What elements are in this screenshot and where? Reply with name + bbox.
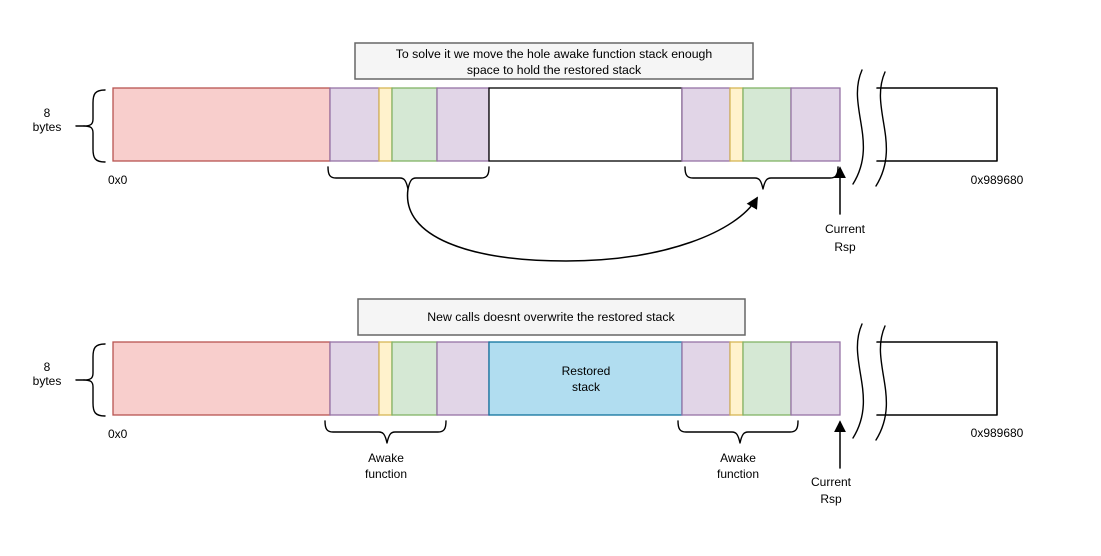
top-note-box [354,42,754,80]
stack-segment-yellow [729,341,744,416]
stack-segment-green [391,87,438,162]
awake-function-left-label-line-1: Awake [368,451,404,465]
bottom-awake-brace-right [677,420,799,444]
awake-function-right-label-line-2: function [717,467,759,481]
stack-segment-purple [681,87,731,162]
top-current-rsp-label-line-1: Current [825,222,866,236]
stack-segment-purple [329,341,380,416]
stack-segment-yellow [378,87,393,162]
bottom-start-address: 0x0 [108,427,128,441]
bottom-current-rsp-label-line-1: Current [811,475,852,489]
bottom-break-squiggle-2 [875,325,888,441]
top-awake-brace-right [684,166,839,190]
top-diagram: To solve it we move the hole awake funct… [33,42,1024,262]
stack-segment-yellow [729,87,744,162]
bottom-stack-bar [112,341,841,416]
top-side-brace [83,89,106,163]
stack-segment-blue [488,341,683,416]
stack-segment-red [112,87,331,162]
top-current-rsp-label-line-2: Rsp [834,240,856,254]
awake-function-right-label-line-1: Awake [720,451,756,465]
bottom-note-box [357,298,746,336]
bottom-break-squiggle-1 [852,323,865,439]
stack-segment-green [742,341,792,416]
stack-segment-yellow [378,341,393,416]
top-note-line-1: To solve it we move the hole awake funct… [396,47,713,61]
top-stack-bar [112,87,841,162]
stack-segment-purple [790,87,841,162]
top-bar-continuation [876,87,998,162]
bottom-current-rsp-label-line-2: Rsp [820,492,842,506]
stack-segment-purple [790,341,841,416]
bottom-side-label-line-2: bytes [33,374,62,388]
bottom-end-address: 0x989680 [971,426,1024,440]
restored-stack-label-line-1: Restored [562,364,611,378]
bottom-awake-brace-left [324,420,447,444]
stack-segment-purple [329,87,380,162]
bottom-note-line-1: New calls doesnt overwrite the restored … [427,310,675,324]
top-break-squiggle-2 [875,71,888,187]
stack-segment-plain [488,87,683,162]
stack-segment-green [742,87,792,162]
stack-segment-green [391,341,438,416]
top-end-address: 0x989680 [971,173,1024,187]
restored-stack-label-line-2: stack [572,380,601,394]
stack-segment-purple [436,87,490,162]
stack-segment-purple [681,341,731,416]
bottom-side-brace [83,343,106,417]
bottom-side-label-line-1: 8 [44,360,51,374]
top-note-line-2: space to hold the restored stack [467,63,642,77]
bottom-diagram: New calls doesnt overwrite the restored … [33,298,1024,506]
top-break-squiggle-1 [852,69,865,185]
top-awake-brace-left [327,166,490,190]
top-start-address: 0x0 [108,173,128,187]
top-side-label-line-1: 8 [44,106,51,120]
awake-function-left-label-line-2: function [365,467,407,481]
top-side-label-line-2: bytes [33,120,62,134]
bottom-bar-continuation [876,341,998,416]
move-stack-arrow [406,188,758,262]
stack-segment-purple [436,341,490,416]
stack-segment-red [112,341,331,416]
